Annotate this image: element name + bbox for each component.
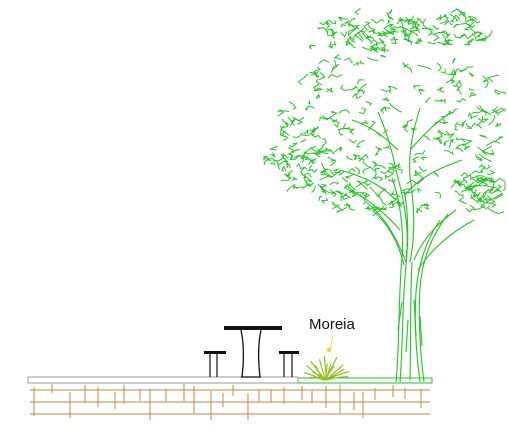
paving-slab (27, 376, 299, 384)
canopy-foliage (263, 7, 506, 217)
grass-strip (296, 377, 433, 384)
moreia-plant-icon (303, 348, 350, 381)
soil-lines (30, 384, 430, 420)
tree-canopy (263, 7, 506, 217)
soil-hatch (30, 384, 430, 420)
moreia-leaves (303, 355, 350, 381)
plant-label: Moreia (309, 316, 356, 333)
tree-trunk (339, 107, 475, 383)
plant-label-leader (329, 335, 334, 351)
table-icon (224, 326, 282, 378)
bench-icon (204, 351, 226, 377)
bench-icon (279, 351, 299, 377)
